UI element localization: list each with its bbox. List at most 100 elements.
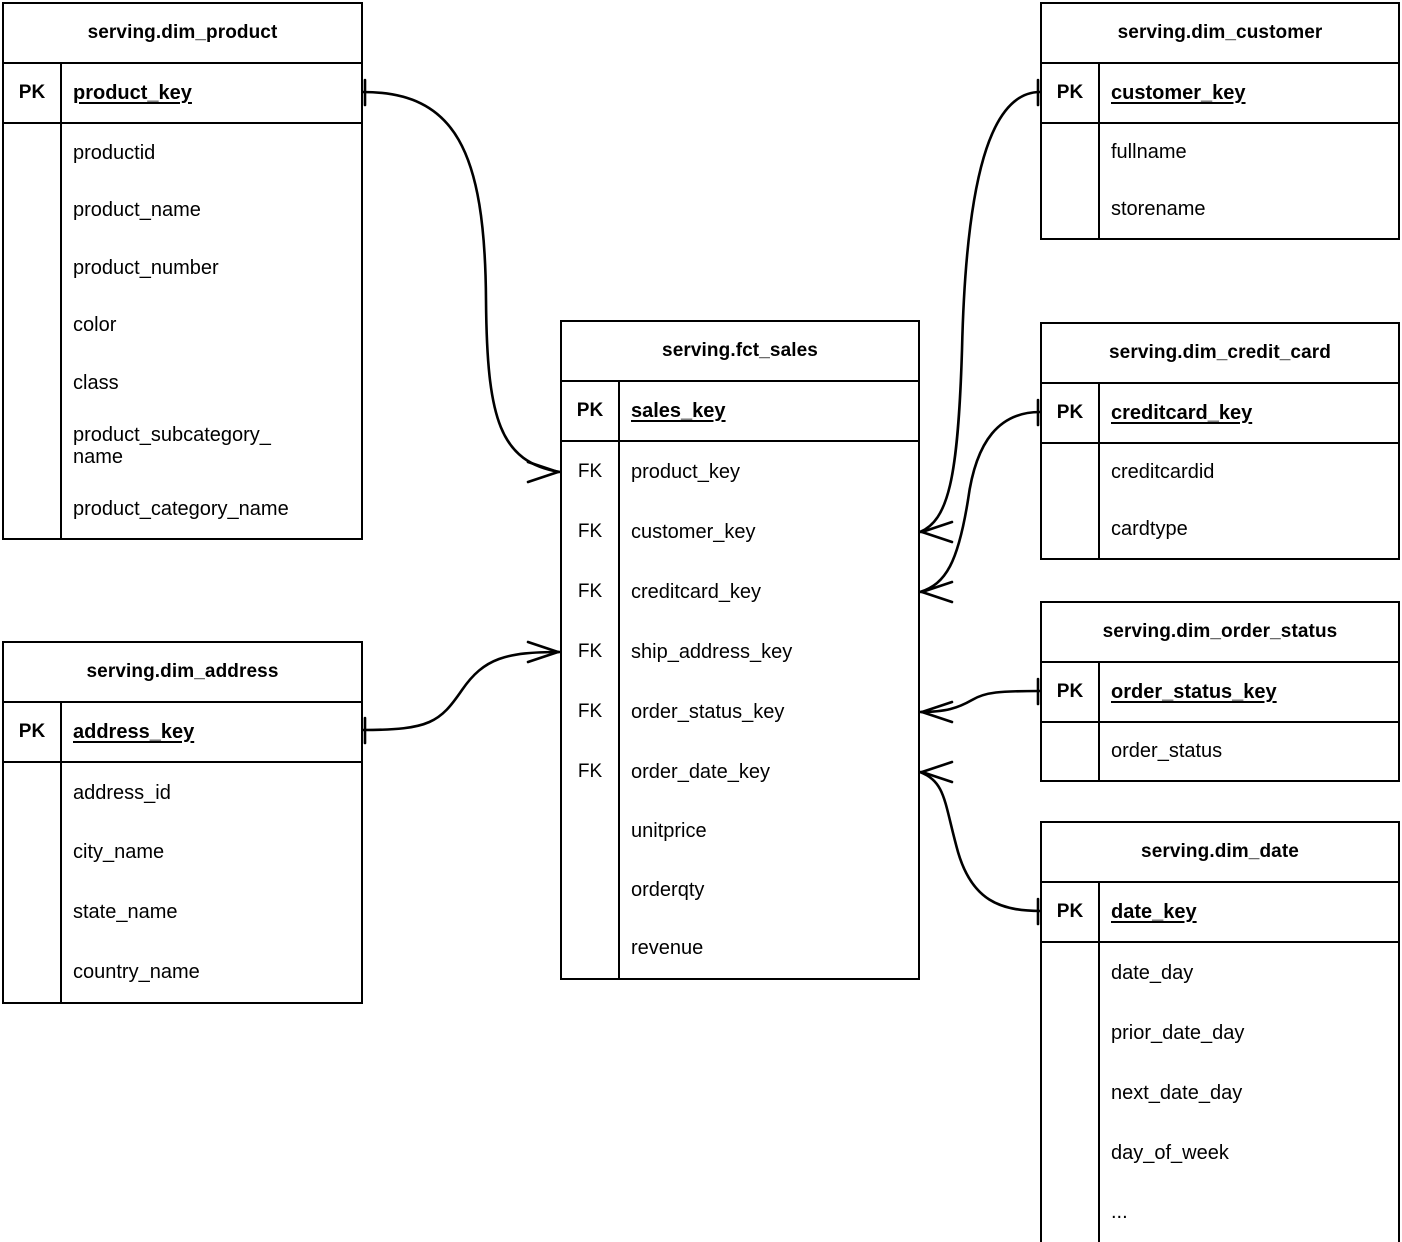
entity-title: serving.dim_customer [1042, 4, 1398, 64]
relationship-line-date [918, 770, 1042, 913]
attribute-list: productid product_name product_number co… [62, 124, 361, 538]
entity-title: serving.fct_sales [562, 322, 918, 382]
attribute: product_subcategory_ name [73, 423, 271, 468]
pk-row: PK sales_key [562, 382, 918, 442]
measure: revenue [631, 937, 704, 960]
fk-field-name: creditcard_key [631, 580, 762, 603]
attribute: next_date_day [1111, 1081, 1243, 1104]
fk-badge: FK [562, 682, 620, 742]
pk-badge: PK [4, 64, 62, 122]
fk-field-name: ship_address_key [631, 640, 793, 663]
pk-field-name: sales_key [631, 399, 726, 422]
relationship-line-orderstatus [918, 689, 1042, 714]
crowsfoot-product [526, 460, 560, 484]
attribute: day_of_week [1111, 1141, 1229, 1164]
crowsfoot-creditcard [920, 580, 954, 604]
fk-badge: FK [562, 562, 620, 622]
attribute: productid [73, 141, 156, 164]
crowsfoot-date [920, 760, 954, 784]
entity-title: serving.dim_order_status [1042, 603, 1398, 663]
key-column-spacer [4, 763, 62, 1002]
attribute-block: order_status [1042, 723, 1398, 780]
crowsfoot-customer [920, 520, 954, 544]
fk-row: FK product_key [562, 442, 918, 502]
fk-row: FK ship_address_key [562, 622, 918, 682]
attribute-list: order_status [1100, 723, 1398, 780]
fk-badge: FK [562, 742, 620, 802]
attribute: class [73, 371, 119, 394]
pk-field-name: customer_key [1111, 81, 1246, 104]
entity-dim-address[interactable]: serving.dim_address PK address_key addre… [2, 641, 363, 1004]
attribute-list: address_id city_name state_name country_… [62, 763, 361, 1002]
entity-title: serving.dim_date [1042, 823, 1398, 883]
fk-badge: FK [562, 502, 620, 562]
key-column-spacer [1042, 943, 1100, 1242]
entity-dim-product[interactable]: serving.dim_product PK product_key produ… [2, 2, 363, 540]
key-column-spacer [562, 802, 620, 978]
pk-badge: PK [1042, 663, 1100, 721]
attribute: state_name [73, 901, 178, 924]
pk-badge: PK [4, 703, 62, 761]
attribute-block: creditcardid cardtype [1042, 444, 1398, 558]
fk-field-name: customer_key [631, 520, 756, 543]
attribute: date_day [1111, 961, 1194, 984]
attribute-list: date_day prior_date_day next_date_day da… [1100, 943, 1398, 1242]
attribute: order_status [1111, 740, 1223, 763]
entity-title: serving.dim_credit_card [1042, 324, 1398, 384]
key-column-spacer [1042, 444, 1100, 558]
pk-row: PK order_status_key [1042, 663, 1398, 723]
pk-row: PK creditcard_key [1042, 384, 1398, 444]
relationship-line-creditcard [918, 410, 1042, 594]
fk-row: FK customer_key [562, 502, 918, 562]
attribute: city_name [73, 841, 165, 864]
entity-dim-date[interactable]: serving.dim_date PK date_key date_day pr… [1040, 821, 1400, 1242]
attribute-block: fullname storename [1042, 124, 1398, 238]
attribute: product_number [73, 256, 219, 279]
pk-row: PK address_key [4, 703, 361, 763]
crowsfoot-address [526, 640, 560, 664]
pk-field-name: creditcard_key [1111, 401, 1253, 424]
relationship-line-customer [918, 90, 1042, 534]
key-column-spacer [1042, 723, 1100, 780]
relationship-line-address [361, 650, 562, 732]
pk-row: PK product_key [4, 64, 361, 124]
measure: orderqty [631, 878, 705, 901]
entity-title: serving.dim_address [4, 643, 361, 703]
attribute: storename [1111, 198, 1206, 221]
crowsfoot-orderstatus [920, 700, 954, 724]
fk-field-name: order_status_key [631, 700, 785, 723]
attribute: prior_date_day [1111, 1021, 1245, 1044]
attribute-list: fullname storename [1100, 124, 1398, 238]
pk-field-name: product_key [73, 81, 192, 104]
pk-badge: PK [1042, 384, 1100, 442]
relationship-line-product [361, 90, 562, 474]
attribute: fullname [1111, 141, 1187, 164]
entity-fct-sales[interactable]: serving.fct_sales PK sales_key FK produc… [560, 320, 920, 980]
entity-dim-customer[interactable]: serving.dim_customer PK customer_key ful… [1040, 2, 1400, 240]
attribute: country_name [73, 960, 200, 983]
fk-row: FK creditcard_key [562, 562, 918, 622]
fk-field-name: order_date_key [631, 760, 770, 783]
attribute: address_id [73, 781, 171, 804]
measure-list: unitprice orderqty revenue [620, 802, 918, 978]
pk-badge: PK [562, 382, 620, 440]
fk-badge: FK [562, 622, 620, 682]
pk-row: PK date_key [1042, 883, 1398, 943]
attribute-block: productid product_name product_number co… [4, 124, 361, 538]
attribute: cardtype [1111, 518, 1188, 541]
entity-dim-order-status[interactable]: serving.dim_order_status PK order_status… [1040, 601, 1400, 782]
key-column-spacer [1042, 124, 1100, 238]
entity-dim-credit-card[interactable]: serving.dim_credit_card PK creditcard_ke… [1040, 322, 1400, 560]
pk-field-name: order_status_key [1111, 680, 1277, 703]
attribute: ... [1111, 1201, 1128, 1224]
measure-block: unitprice orderqty revenue [562, 802, 918, 978]
key-column-spacer [4, 124, 62, 538]
pk-field-name: date_key [1111, 900, 1197, 923]
fk-row: FK order_status_key [562, 682, 918, 742]
attribute: color [73, 314, 117, 337]
pk-badge: PK [1042, 64, 1100, 122]
entity-title: serving.dim_product [4, 4, 361, 64]
attribute: product_name [73, 199, 201, 222]
pk-badge: PK [1042, 883, 1100, 941]
